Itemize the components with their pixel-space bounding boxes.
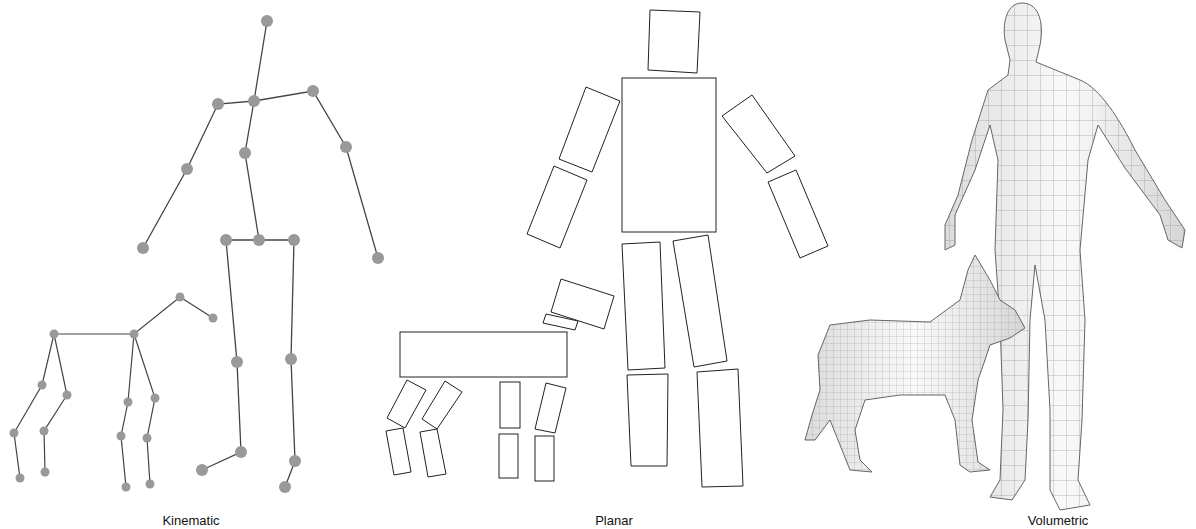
kinematic-joints (137, 15, 384, 493)
volumetric-human (945, 3, 1185, 510)
kinematic-dog (14, 297, 213, 487)
panel-label: Planar (595, 514, 633, 527)
volumetric-dog (805, 255, 1025, 472)
kinematic-human (143, 21, 378, 487)
panel-label: Kinematic (162, 514, 219, 527)
planar-human (527, 10, 828, 487)
kinematic-dog-joints (10, 293, 218, 492)
panel-label: Volumetric (1028, 514, 1089, 527)
planar-dog (386, 279, 614, 481)
